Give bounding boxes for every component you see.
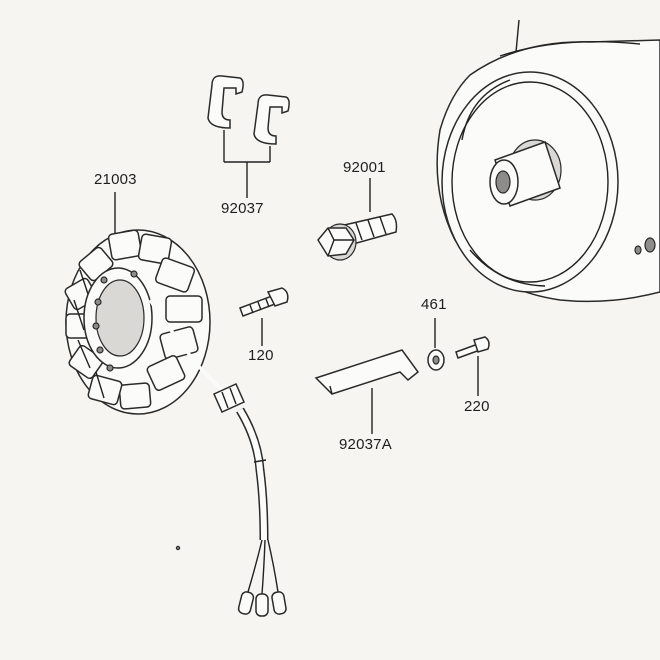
label-92037: 92037: [221, 200, 264, 217]
label-461: 461: [421, 296, 447, 313]
wiring-harness: [148, 299, 287, 617]
screw-120: [239, 287, 289, 346]
washer-461: [427, 318, 445, 371]
flywheel-rotor: [436, 19, 660, 303]
stator-coil: [64, 192, 211, 415]
clamp-pair: [207, 75, 290, 198]
label-92037a: 92037A: [339, 436, 392, 453]
label-220: 220: [464, 398, 490, 415]
label-21003: 21003: [94, 171, 137, 188]
label-120: 120: [248, 347, 274, 364]
screw-220: [455, 336, 490, 396]
plate-clamp: [314, 349, 420, 434]
flange-bolt: [317, 178, 398, 261]
label-92001: 92001: [343, 159, 386, 176]
